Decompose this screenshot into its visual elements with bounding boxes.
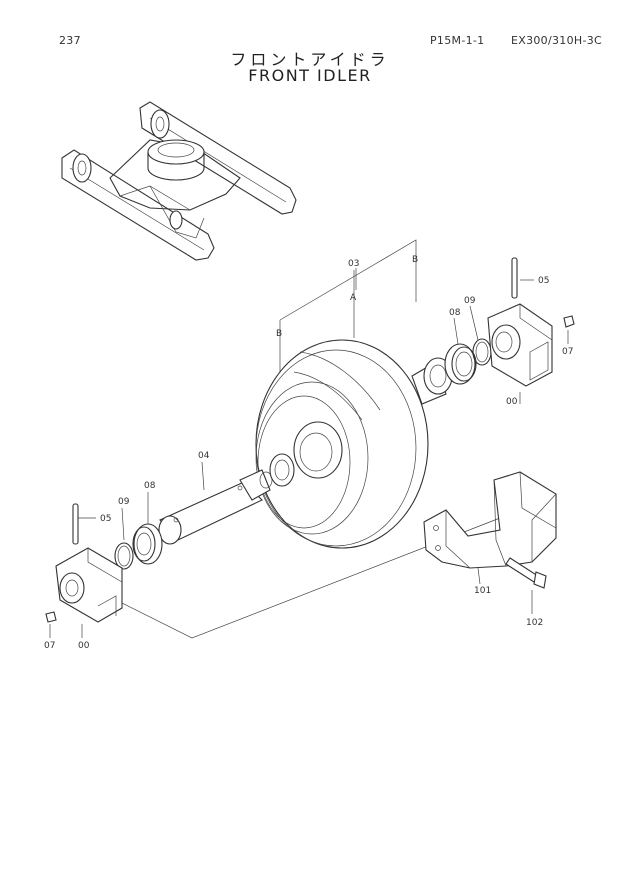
left-spring-pin: [72, 503, 79, 545]
callout-00-right: 00: [506, 397, 518, 407]
title-english: FRONT IDLER: [248, 66, 372, 85]
callout-08-right: 08: [449, 308, 461, 318]
right-spring-pin: [511, 257, 518, 299]
callout-03: 03: [348, 259, 359, 269]
left-bearing-housing: [55, 547, 123, 623]
left-bushing: [269, 453, 295, 487]
left-plug: [45, 611, 57, 623]
callout-08-left: 08: [144, 481, 156, 491]
callout-05-right: 05: [538, 276, 549, 286]
idler-shaft: [158, 469, 273, 545]
callout-09-right: 09: [464, 296, 476, 306]
callout-04: 04: [198, 451, 210, 461]
idler-bracket: [423, 471, 557, 569]
right-o-ring: [472, 338, 492, 366]
machine-model: EX300/310H-3C: [511, 34, 603, 47]
callout-00-left: 00: [78, 641, 90, 651]
left-floating-seal: [132, 523, 163, 565]
callout-07-right: 07: [562, 347, 573, 357]
callout-09-left: 09: [118, 497, 130, 507]
right-plug: [563, 315, 575, 328]
right-bearing-housing: [487, 303, 553, 387]
callout-b-right: B: [412, 255, 418, 265]
callout-labels: 03 A B B 05 09 08 07 00 04 09 08 05 07 0…: [44, 255, 573, 651]
callout-102: 102: [526, 618, 543, 628]
callout-leaders: [49, 268, 569, 638]
left-o-ring: [114, 542, 134, 570]
callout-101: 101: [474, 586, 491, 596]
callout-b-left: B: [276, 329, 282, 339]
page-number: 237: [59, 34, 81, 47]
callout-05-left: 05: [100, 514, 111, 524]
callout-a: A: [350, 293, 357, 303]
idler-wheel: [255, 339, 429, 549]
undercarriage-overview-illustration: [61, 101, 297, 261]
callout-07-left: 07: [44, 641, 55, 651]
title-japanese: フロントアイドラ: [230, 50, 390, 69]
reference-lines: [115, 239, 521, 639]
bracket-bolt: [505, 557, 547, 589]
figure-code: P15M-1-1: [430, 34, 485, 47]
right-floating-seal: [444, 343, 477, 385]
